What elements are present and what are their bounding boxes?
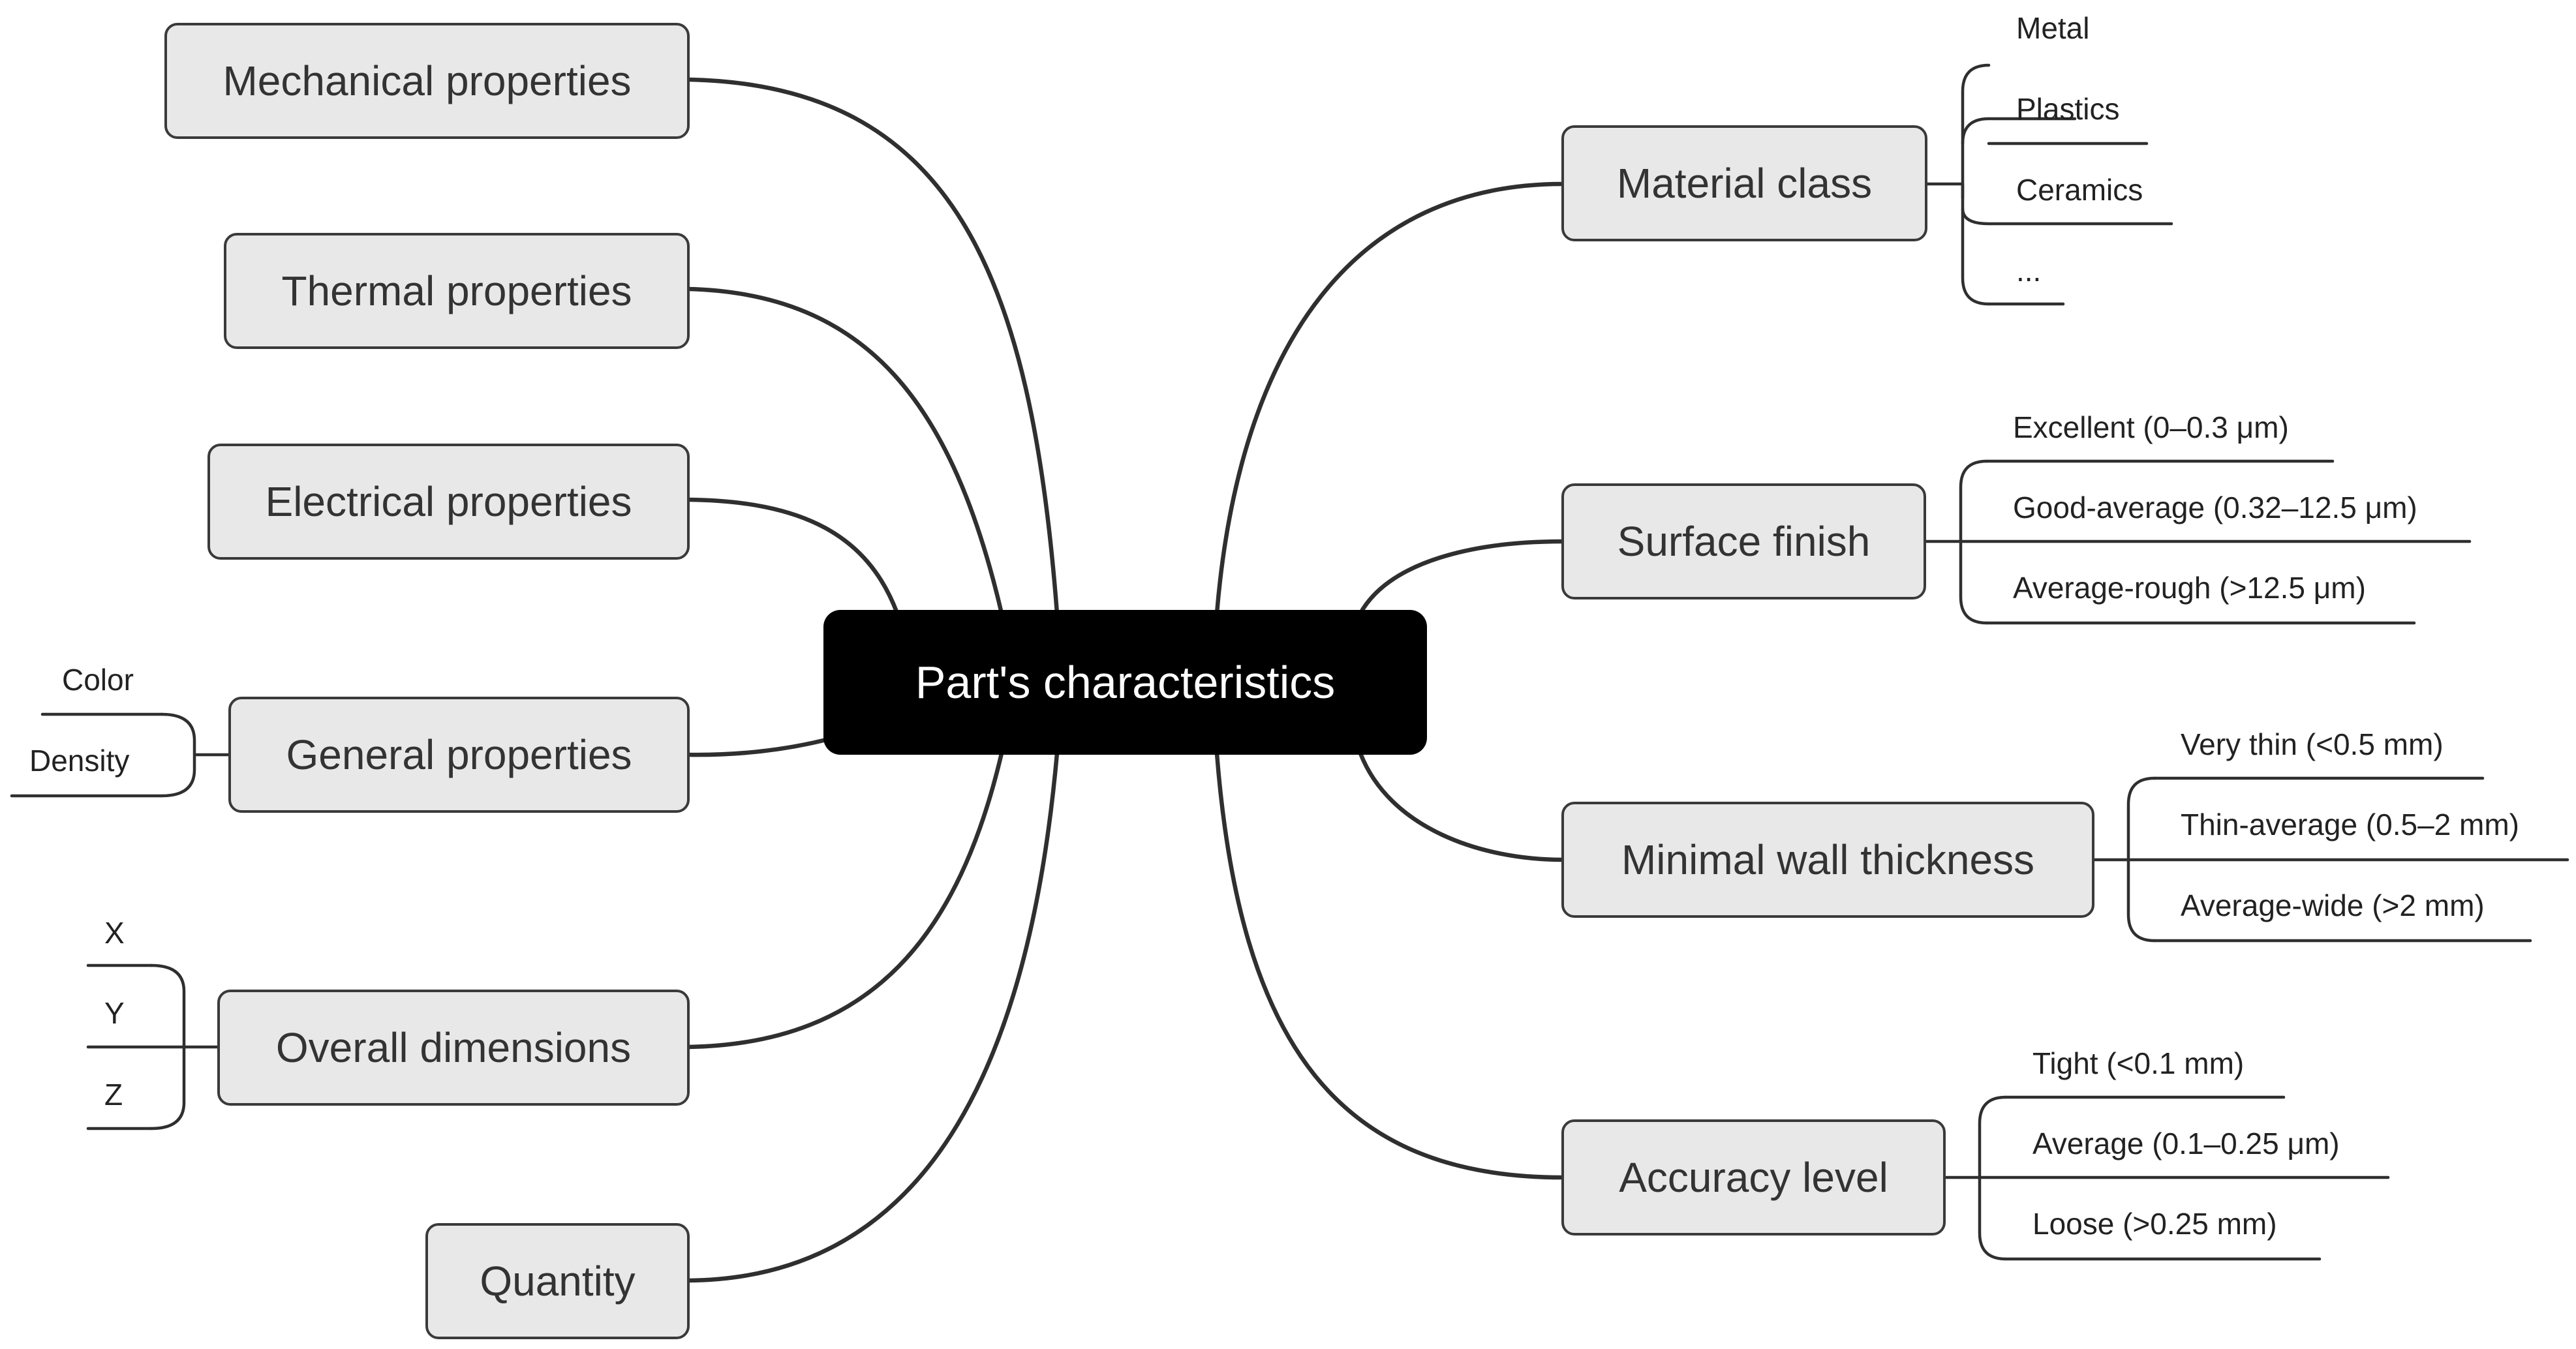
node-label: Material class — [1616, 160, 1873, 207]
leaf-ceramics: Ceramics — [2016, 173, 2143, 207]
connector-accuracy — [1214, 751, 1565, 1180]
underline-material-3 — [1961, 207, 2173, 226]
leaf-average-wide: Average-wide (>2 mm) — [2181, 888, 2485, 922]
leaf-density: Density — [29, 744, 130, 778]
central-node-label: Part's characteristics — [915, 657, 1336, 708]
leaf-y: Y — [104, 996, 125, 1030]
leaf-very-thin: Very thin (<0.5 mm) — [2181, 727, 2444, 761]
leaf-good-average: Good-average (0.32–12.5 μm) — [2013, 491, 2417, 524]
connector-mechanical — [686, 77, 1060, 616]
underline-material-1 — [1961, 117, 2077, 145]
node-quantity: Quantity — [425, 1223, 690, 1339]
leaf-plastics: Plastics — [2016, 92, 2120, 126]
node-general-properties: General properties — [228, 697, 690, 813]
node-label: General properties — [286, 731, 632, 778]
connector-quantity — [686, 751, 1060, 1283]
node-label: Thermal properties — [281, 267, 632, 314]
leaf-z: Z — [104, 1078, 123, 1112]
leaf-x: X — [104, 916, 125, 950]
connector-wall — [1358, 751, 1565, 862]
connector-material — [1214, 181, 1565, 616]
connector-general — [686, 738, 826, 757]
leaf-more: ... — [2016, 254, 2042, 288]
node-label: Accuracy level — [1619, 1154, 1888, 1201]
leaf-loose: Loose (>0.25 mm) — [2032, 1207, 2277, 1241]
node-overall-dimensions: Overall dimensions — [217, 990, 690, 1106]
connector-thermal — [686, 286, 1004, 616]
connector-surface — [1358, 539, 1565, 616]
node-mechanical-properties: Mechanical properties — [164, 23, 690, 139]
leaf-tight: Tight (<0.1 mm) — [2032, 1046, 2245, 1080]
node-material-class: Material class — [1561, 125, 1927, 241]
leaf-color: Color — [62, 663, 134, 697]
node-thermal-properties: Thermal properties — [224, 233, 690, 349]
node-label: Minimal wall thickness — [1621, 836, 2035, 883]
node-label: Surface finish — [1617, 518, 1871, 565]
connector-electrical — [686, 497, 900, 616]
leaf-excellent: Excellent (0–0.3 μm) — [2013, 410, 2289, 444]
node-label: Electrical properties — [265, 478, 632, 525]
underline-material-2 — [1961, 142, 2149, 200]
central-node: Part's characteristics — [823, 610, 1427, 755]
leaf-thin-average: Thin-average (0.5–2 mm) — [2181, 808, 2519, 841]
bracket-material — [1924, 63, 1991, 306]
node-electrical-properties: Electrical properties — [207, 444, 690, 560]
node-label: Overall dimensions — [275, 1024, 632, 1071]
node-label: Quantity — [480, 1258, 636, 1305]
leaf-metal: Metal — [2016, 11, 2090, 45]
node-accuracy-level: Accuracy level — [1561, 1119, 1946, 1235]
leaf-average-rough: Average-rough (>12.5 μm) — [2013, 571, 2366, 605]
leaf-average: Average (0.1–0.25 μm) — [2032, 1127, 2340, 1160]
node-surface-finish: Surface finish — [1561, 483, 1926, 599]
node-minimal-wall-thickness: Minimal wall thickness — [1561, 802, 2094, 918]
bracket-general — [160, 712, 232, 798]
node-label: Mechanical properties — [222, 57, 632, 104]
connector-dimensions — [686, 751, 1004, 1050]
